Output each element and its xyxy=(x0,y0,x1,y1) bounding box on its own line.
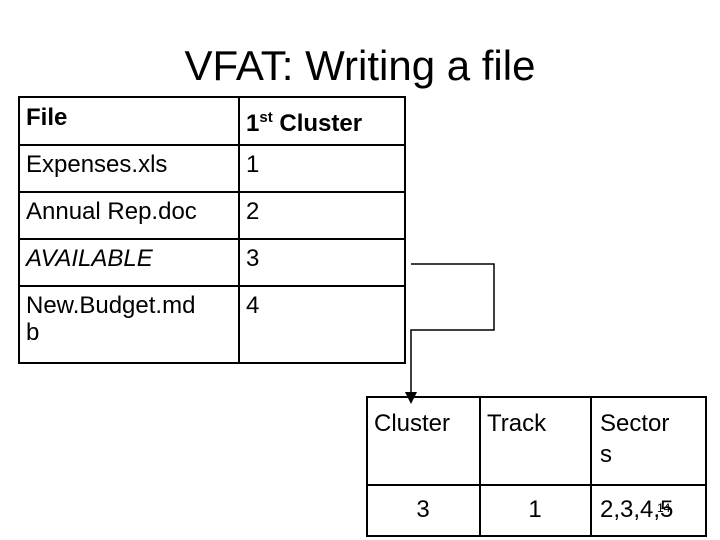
table-row: Annual Rep.doc 2 xyxy=(18,191,406,240)
cluster-header-row: Cluster Track Sector s xyxy=(366,396,707,486)
table-row: 3 1 2,3,4,5 xyxy=(366,484,707,537)
file-column-header: File xyxy=(18,96,240,146)
slide-title: VFAT: Writing a file xyxy=(184,42,536,89)
cluster-table: Cluster Track Sector s 3 1 2,3,4,5 xyxy=(366,396,707,537)
sectors-column-header: Sector s xyxy=(590,396,707,486)
file-name-cell: AVAILABLE xyxy=(18,238,240,287)
track-value-cell: 1 xyxy=(479,484,592,537)
cluster-cell: 1 xyxy=(238,144,406,193)
page-number: 14 xyxy=(657,501,671,515)
file-name-line: b xyxy=(26,319,40,346)
connector-line xyxy=(410,263,495,398)
file-name-cell: Annual Rep.doc xyxy=(18,191,240,240)
directory-table: File 1st Cluster Expenses.xls 1 Annual R… xyxy=(18,96,406,364)
cluster-cell: 3 xyxy=(238,238,406,287)
file-name-line: New.Budget.md xyxy=(26,292,196,319)
first-cluster-header-number: 1 xyxy=(246,110,260,137)
sectors-header-line: s xyxy=(600,441,612,468)
cluster-cell: 2 xyxy=(238,191,406,240)
cluster-column-header: Cluster xyxy=(366,396,481,486)
directory-header-row: File 1st Cluster xyxy=(18,96,406,146)
cluster-cell: 4 xyxy=(238,285,406,364)
first-cluster-column-header: 1st Cluster xyxy=(238,96,406,146)
track-column-header: Track xyxy=(479,396,592,486)
cluster-value-cell: 3 xyxy=(366,484,481,537)
sectors-value-cell: 2,3,4,5 xyxy=(590,484,707,537)
file-name-cell: Expenses.xls xyxy=(18,144,240,193)
first-cluster-header-label: Cluster xyxy=(272,110,363,137)
sectors-header-line: Sector xyxy=(600,410,670,437)
table-row: Expenses.xls 1 xyxy=(18,144,406,193)
first-cluster-header-ordinal: st xyxy=(259,109,273,126)
table-row: AVAILABLE 3 xyxy=(18,238,406,287)
